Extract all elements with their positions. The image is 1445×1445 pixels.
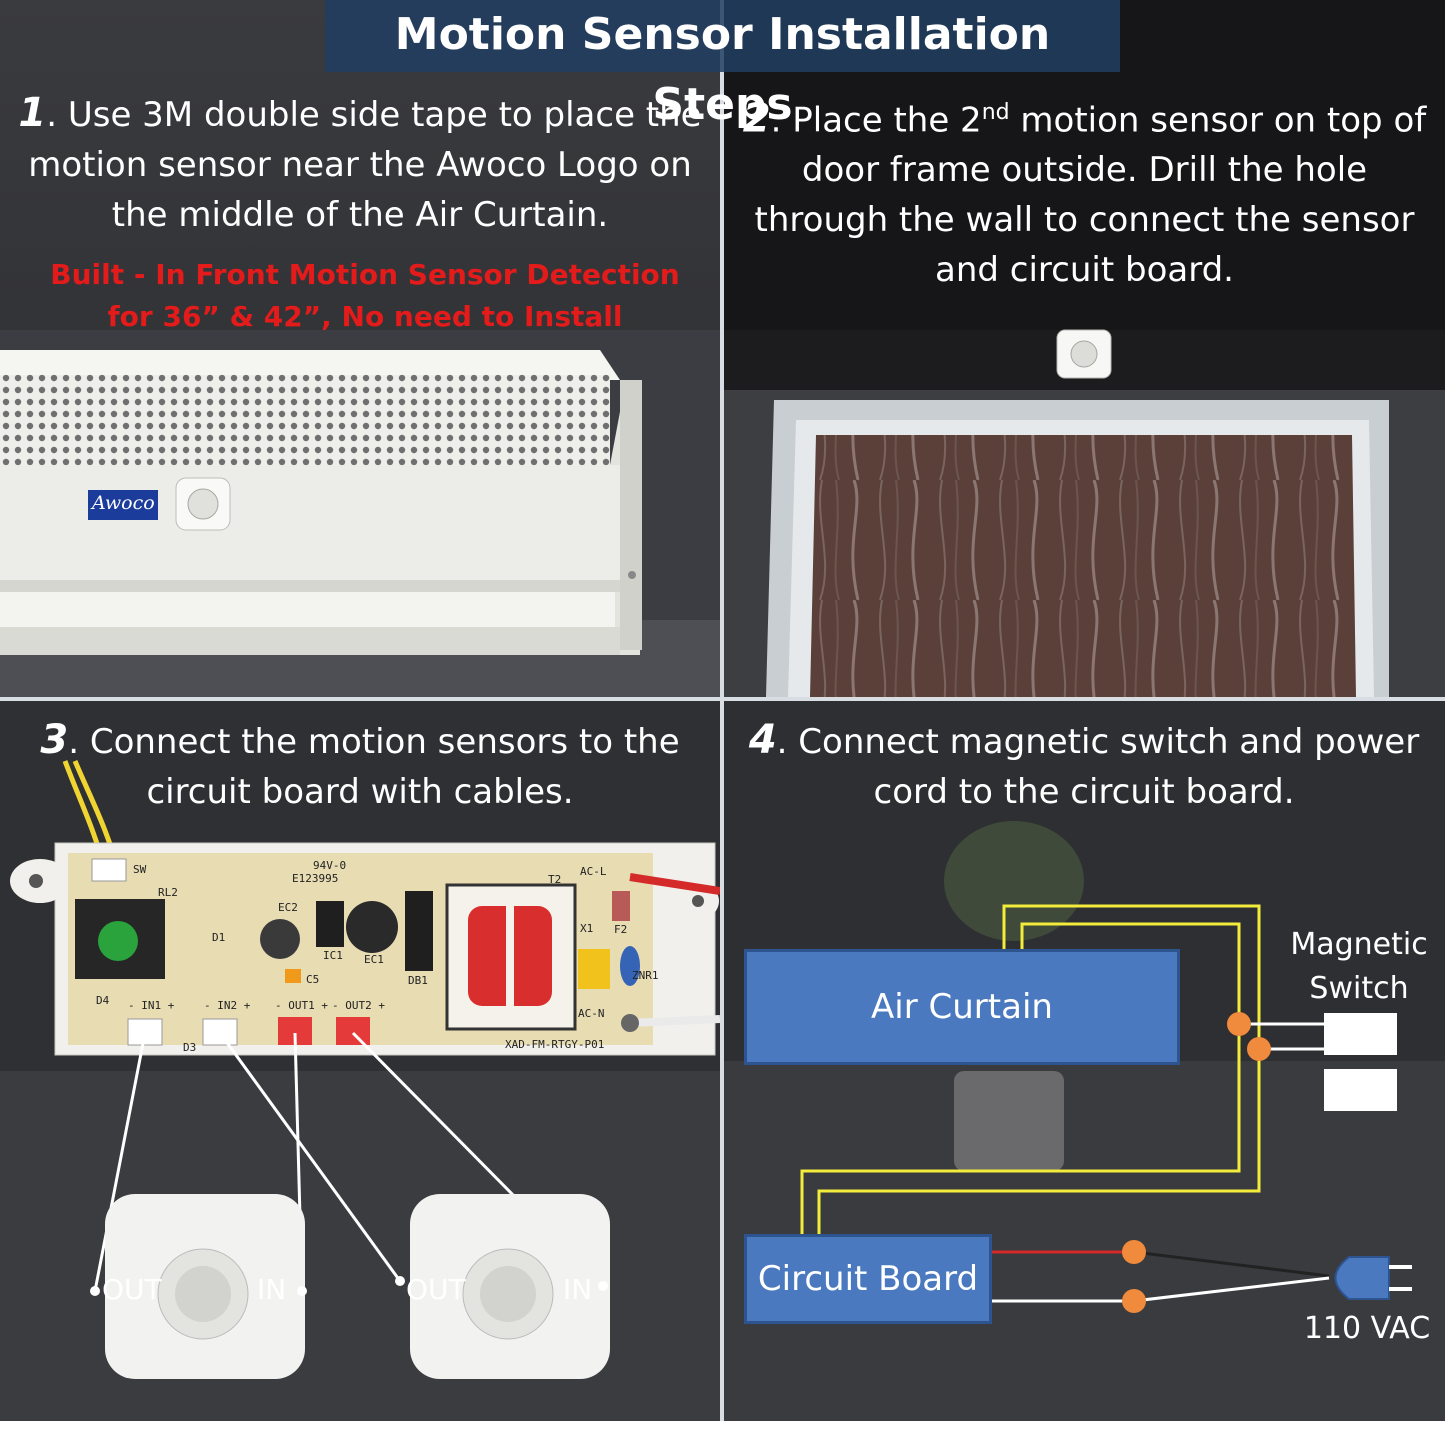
circuit-board-box: Circuit Board: [744, 1234, 992, 1324]
power-plug-icon: [1334, 1256, 1412, 1300]
step-4-text: 4. Connect magnetic switch and power cor…: [748, 717, 1420, 812]
magnetic-switch-top: [1324, 1013, 1397, 1055]
magnetic-switch-bottom: [1324, 1069, 1397, 1111]
step-2-text: 2. Place the 2nd motion sensor on top of…: [732, 88, 1437, 295]
board-labels: SW RL2 EC2 IC1 EC1 DB1 D1 D4 D3 C5 T2 X1…: [96, 859, 659, 1054]
awoco-logo-text: Awoco: [92, 492, 155, 514]
sensor-2-in-label: IN: [563, 1273, 593, 1306]
bottom-border: [0, 1421, 1445, 1445]
motion-sensor-1: [105, 1194, 305, 1379]
motion-sensor-2: [410, 1194, 610, 1379]
connector-dot: [1227, 1012, 1251, 1036]
panel-step-3: SW RL2 EC2 IC1 EC1 DB1 D1 D4 D3 C5 T2 X1…: [0, 701, 720, 1421]
panel-step-1: Awoco 1. Use 3M double side tape to plac…: [0, 0, 720, 697]
step-1-text: 1. Use 3M double side tape to place the …: [18, 90, 702, 235]
out2-connector: [336, 1017, 370, 1045]
panel-step-2: 2. Place the 2nd motion sensor on top of…: [724, 0, 1445, 697]
sensor-1-out-label: OUT: [102, 1273, 162, 1306]
page-title: Motion Sensor Installation Steps: [325, 0, 1120, 130]
step-4-number: 4: [748, 717, 777, 763]
voltage-label: 110 VAC: [1303, 1311, 1431, 1346]
air-curtain-box: Air Curtain: [744, 949, 1180, 1065]
magnetic-switch-label: Magnetic Switch: [1290, 927, 1428, 1006]
awoco-logo-icon: [88, 490, 158, 520]
connector-dot: [1122, 1289, 1146, 1313]
connector-dot: [1247, 1037, 1271, 1061]
connector-dot: [1122, 1240, 1146, 1264]
step-1-number: 1: [18, 90, 47, 136]
divider-vertical: [720, 0, 724, 1421]
in1-connector: [127, 1018, 163, 1046]
built-in-note: Built - In Front Motion Sensor Detection…: [50, 258, 680, 333]
step-3-text: 3. Connect the motion sensors to the cir…: [40, 717, 680, 812]
step-3-number: 3: [40, 717, 69, 763]
air-curtain-illustration: [0, 330, 720, 697]
divider-horizontal: [0, 697, 1445, 701]
panel-step-4: Air Curtain Circuit Board Magnetic Switc…: [724, 701, 1445, 1421]
in2-connector: [202, 1018, 238, 1046]
sensor-1-in-label: IN: [257, 1273, 287, 1306]
step-2-number: 2: [743, 95, 771, 141]
sensor-2-out-label: OUT: [406, 1273, 466, 1306]
circuit-board-illustration: [0, 701, 720, 1421]
